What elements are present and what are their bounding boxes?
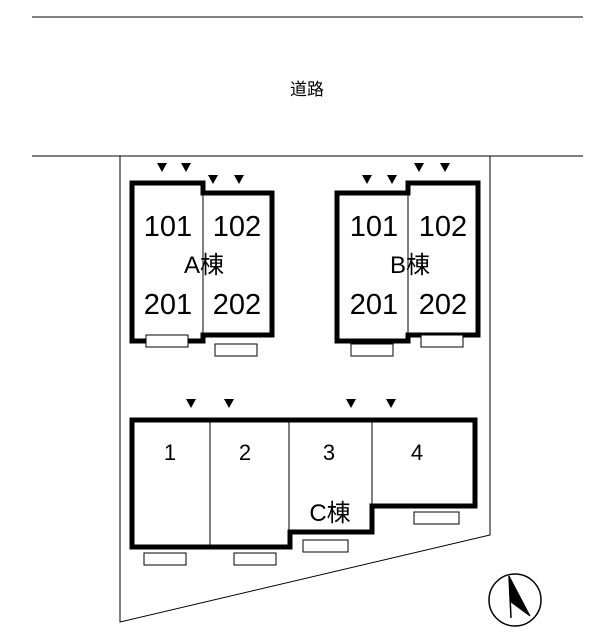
compass-needle-stem <box>508 575 512 619</box>
building-a: 101 102 A棟 201 202 <box>129 163 275 357</box>
building-a-step-left <box>145 334 189 348</box>
building-c: 1 2 3 4 C棟 <box>129 399 478 566</box>
building-b-unit-102: 102 <box>419 211 467 243</box>
building-c-step-2 <box>233 552 277 566</box>
entrance-marker-b1 <box>362 175 372 184</box>
entrance-marker-b3 <box>414 163 424 172</box>
entrance-marker-c2 <box>224 399 234 408</box>
entrance-marker-c3 <box>346 399 356 408</box>
building-a-unit-102: 102 <box>213 211 261 243</box>
building-c-step-4 <box>413 511 460 525</box>
entrance-marker-a2 <box>181 163 191 172</box>
building-a-unit-201: 201 <box>144 289 192 321</box>
building-b: 101 102 B棟 201 202 <box>334 163 481 357</box>
building-a-unit-202: 202 <box>213 289 261 321</box>
building-c-unit-4: 4 <box>411 440 423 465</box>
building-b-step-left <box>350 343 394 357</box>
entrance-marker-c1 <box>186 399 196 408</box>
building-a-step-right <box>214 343 258 357</box>
building-b-unit-101: 101 <box>350 211 398 243</box>
entrance-marker-a3 <box>208 175 218 184</box>
road-label: 道路 <box>290 80 324 99</box>
entrance-marker-b2 <box>387 175 397 184</box>
lot-boundary <box>119 156 491 623</box>
building-c-unit-2: 2 <box>239 440 251 465</box>
building-b-unit-201: 201 <box>350 289 398 321</box>
building-c-outline <box>129 417 478 550</box>
building-b-step-right <box>420 334 464 348</box>
building-a-label: A棟 <box>184 252 224 279</box>
building-b-label: B棟 <box>390 252 430 279</box>
building-b-unit-202: 202 <box>419 289 467 321</box>
building-c-step-1 <box>143 552 187 566</box>
building-c-label: C棟 <box>309 500 350 527</box>
road-area: 道路 <box>32 16 583 157</box>
entrance-marker-b4 <box>440 163 450 172</box>
building-a-unit-101: 101 <box>144 211 192 243</box>
entrance-marker-c4 <box>386 399 396 408</box>
building-c-unit-3: 3 <box>323 440 335 465</box>
entrance-marker-a4 <box>234 175 244 184</box>
north-arrow-icon <box>488 573 542 627</box>
building-c-step-3 <box>302 539 349 553</box>
entrance-marker-a1 <box>157 163 167 172</box>
building-c-unit-1: 1 <box>164 440 176 465</box>
